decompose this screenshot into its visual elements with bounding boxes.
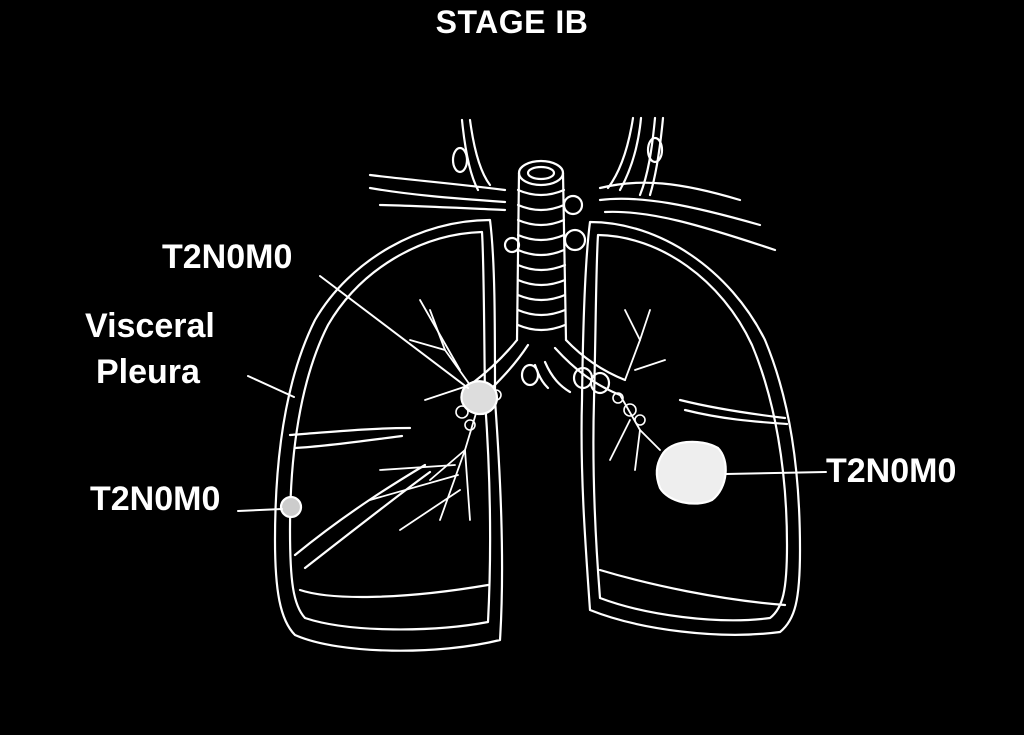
tumor-lower-left <box>279 495 303 519</box>
bronchial-tree-left <box>369 299 481 531</box>
diagram-title: STAGE IB <box>435 4 589 40</box>
lung-left <box>273 218 504 652</box>
leader-upper <box>319 275 469 389</box>
bronchial-tree-right <box>609 309 666 471</box>
leader-visceral <box>247 375 295 398</box>
label-visceral: Visceral <box>85 307 215 345</box>
neck-vessels <box>368 116 777 252</box>
lung-right <box>580 220 802 636</box>
label-tumor-upper: T2N0M0 <box>162 238 293 276</box>
tumor-upper <box>460 380 498 416</box>
label-pleura: Pleura <box>96 353 200 391</box>
trachea <box>503 159 587 342</box>
label-tumor-right: T2N0M0 <box>826 452 957 490</box>
tumor-right <box>655 440 727 505</box>
label-tumor-lower-left: T2N0M0 <box>90 480 221 518</box>
leader-lower-left <box>237 508 283 512</box>
leader-lines <box>237 275 827 512</box>
leader-right <box>725 471 827 475</box>
tumors <box>279 380 727 519</box>
